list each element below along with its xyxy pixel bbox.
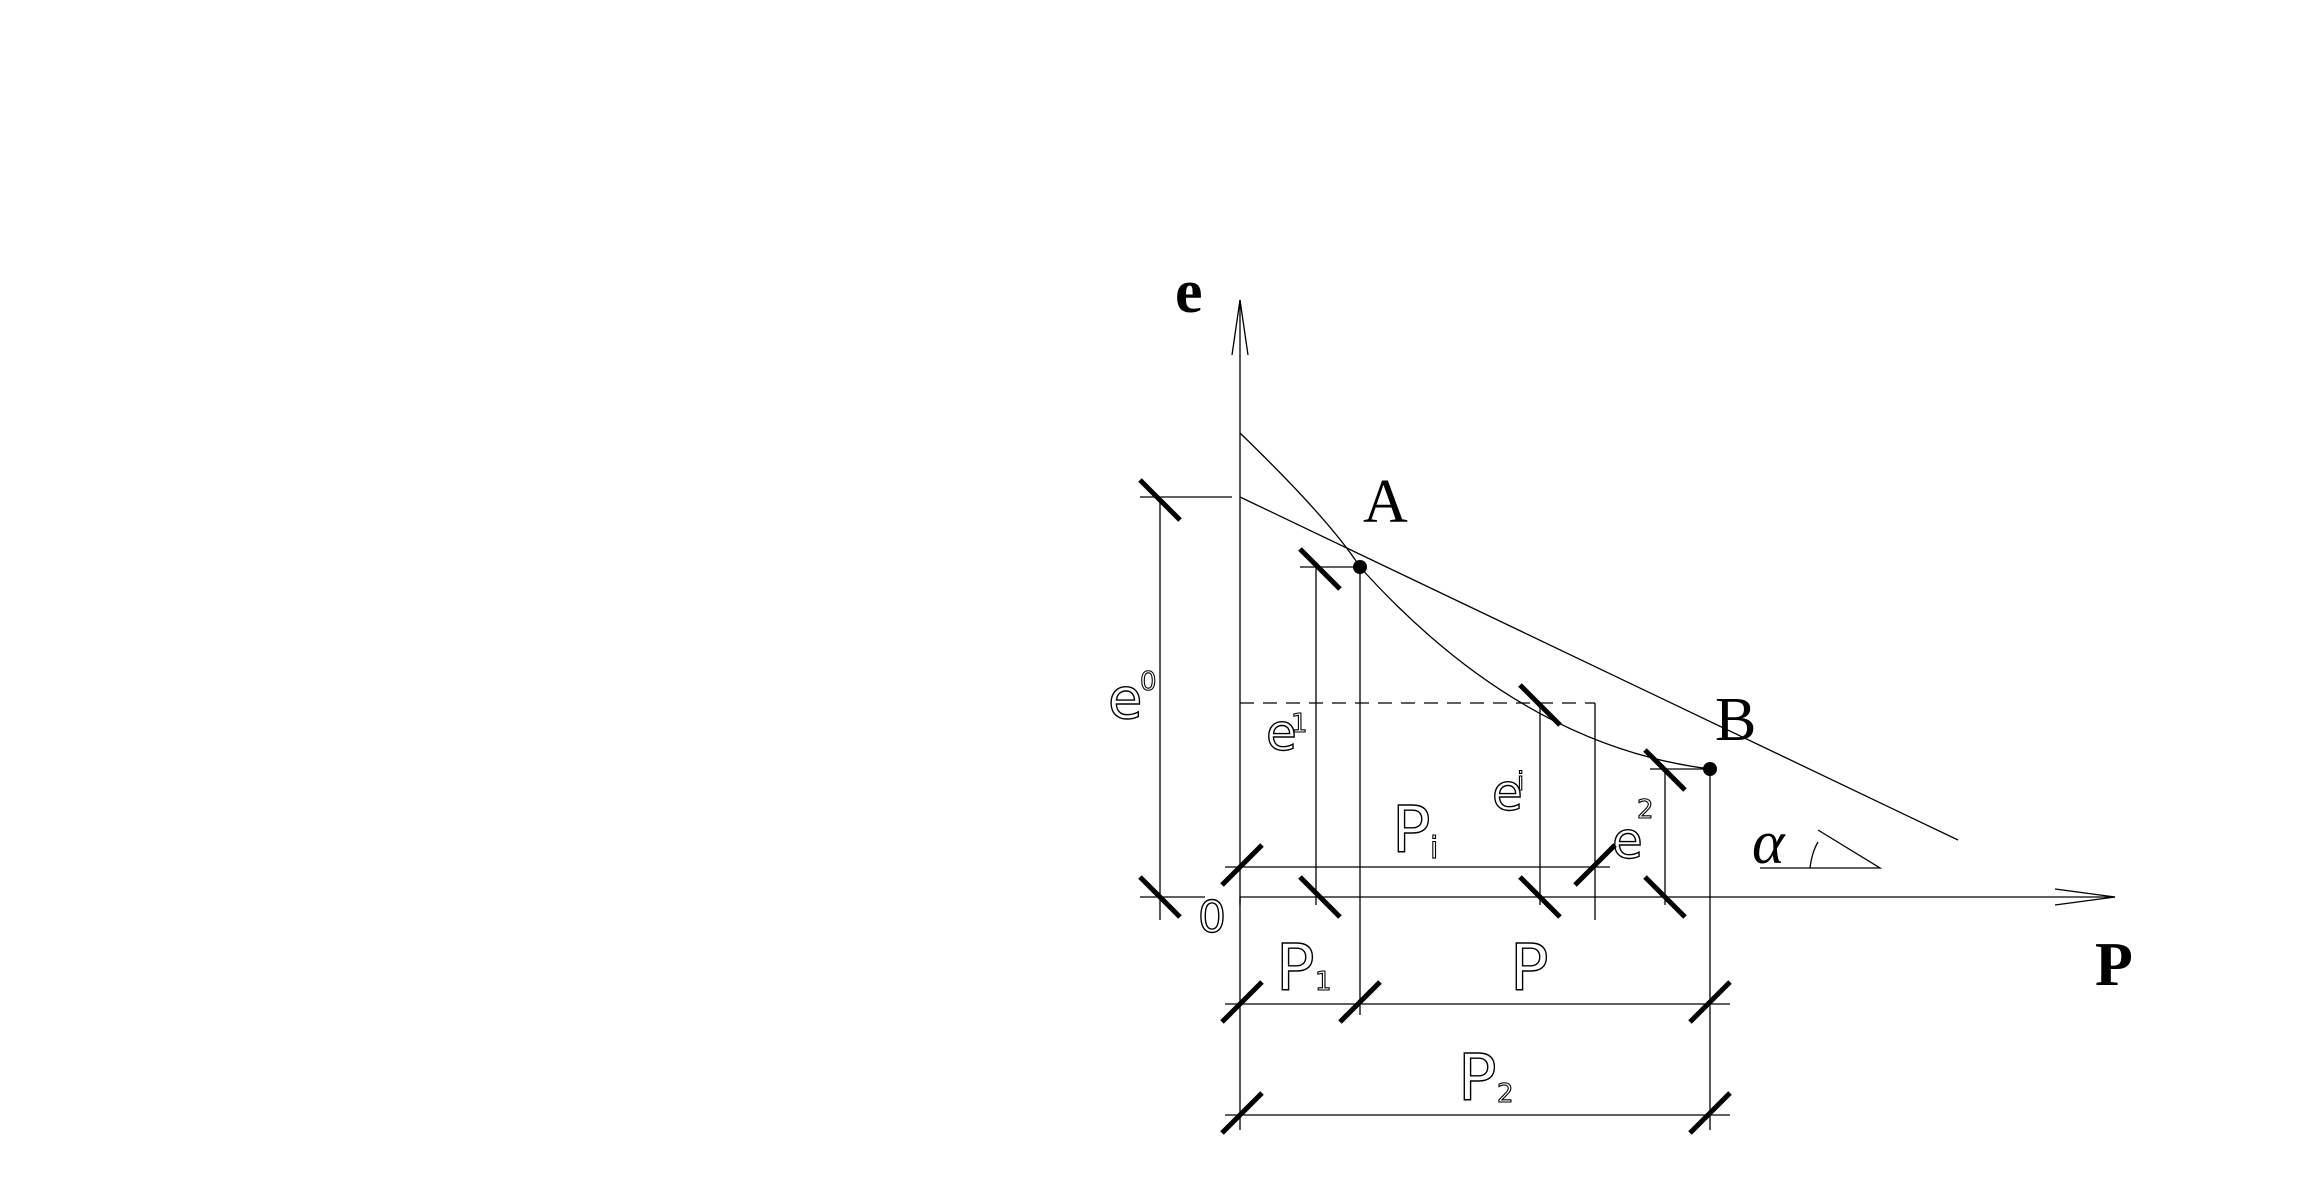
tick-p-right — [1688, 980, 1732, 1024]
pi-label-main: P — [1392, 794, 1431, 868]
tick-e2-top — [1643, 748, 1687, 792]
tick-pi-left — [1220, 843, 1264, 887]
vertical-axis-arrow — [1231, 299, 1249, 356]
tick-p1-right — [1338, 980, 1382, 1024]
tick-e1-top — [1298, 547, 1342, 591]
tick-e1-bottom — [1298, 875, 1342, 919]
tick-p-left — [1220, 980, 1264, 1024]
e2-label-main: e — [1612, 812, 1643, 870]
p2-label-sub: 2 — [1497, 1079, 1514, 1109]
compression-curve — [1239, 432, 1711, 770]
p1-label-main: P — [1276, 932, 1315, 1006]
secant-line — [1239, 496, 1959, 841]
e0-label-sub: 0 — [1140, 667, 1157, 697]
tick-ei-top — [1518, 683, 1562, 727]
tick-e2-bottom — [1643, 875, 1687, 919]
ei-label-sub: i — [1517, 767, 1524, 797]
p1-label-sub: 1 — [1315, 967, 1332, 997]
e1-label-main: e — [1266, 704, 1297, 762]
e1-label-sub: 1 — [1291, 709, 1308, 739]
dimension-ticks — [1138, 478, 1732, 1135]
pi-label-sub: i — [1430, 831, 1438, 866]
ei-label-main: e — [1492, 764, 1523, 822]
tick-p2-left — [1220, 1091, 1264, 1135]
tick-ei-bottom — [1518, 875, 1562, 919]
point-a-label: A — [1363, 468, 1408, 536]
e0-label-main: e — [1108, 667, 1142, 732]
angle-alpha-label: α — [1752, 809, 1786, 877]
angle-arc — [1809, 841, 1819, 869]
tick-p2-right — [1688, 1091, 1732, 1135]
angle-triangle — [1760, 829, 1883, 869]
p-label-main: P — [1510, 932, 1549, 1006]
tick-e0-bottom — [1138, 875, 1182, 919]
horizontal-axis-arrow — [2054, 888, 2116, 906]
e2-label-sub: 2 — [1637, 795, 1654, 825]
axis-label-p: P — [2095, 931, 2133, 999]
tick-pi-right — [1573, 843, 1617, 887]
origin-label: 0 — [1198, 892, 1226, 943]
p2-label-main: P — [1458, 1042, 1497, 1116]
point-b-label: B — [1715, 686, 1756, 754]
tick-e0-top — [1138, 478, 1182, 522]
axis-label-e: e — [1175, 258, 1203, 326]
